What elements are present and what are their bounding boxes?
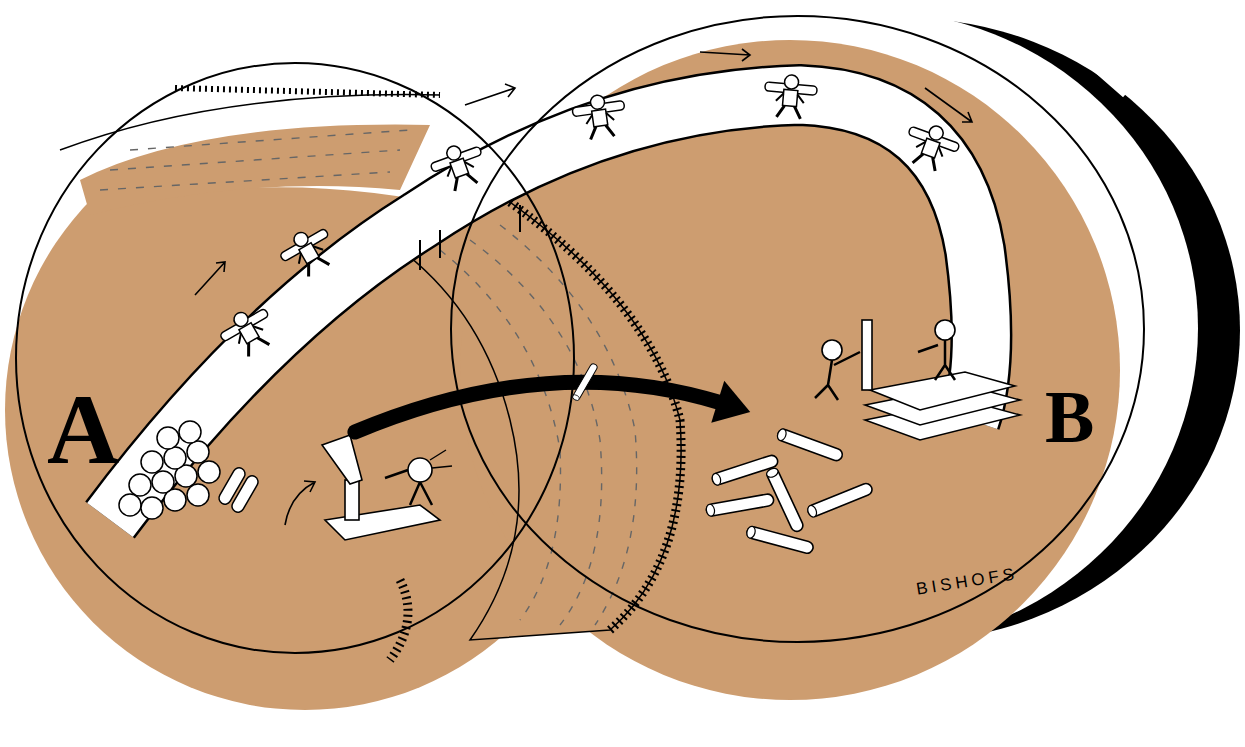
log-pile — [119, 421, 260, 519]
river-band — [380, 195, 681, 640]
arrow-head — [711, 381, 750, 423]
machine — [322, 435, 452, 540]
arch-path — [110, 95, 981, 520]
flying-log — [572, 363, 599, 402]
region-letter: A — [47, 380, 119, 480]
region-circle: B — [450, 15, 1145, 643]
direction-arrows — [195, 49, 972, 525]
transfer-arrow — [355, 381, 750, 432]
field-dashes — [100, 130, 410, 190]
scattered-logs — [705, 428, 873, 555]
log-cabin — [815, 320, 1020, 440]
circle-outline — [15, 62, 575, 654]
hatch-edge — [500, 195, 681, 630]
circle-outline — [16, 63, 574, 653]
circle-outline — [450, 15, 1145, 643]
log-carriers — [215, 73, 963, 364]
region-letter: B — [1045, 380, 1094, 454]
arrow-shaft — [355, 382, 722, 432]
region-circle: A — [15, 62, 575, 654]
circle-outline — [451, 16, 1144, 642]
ring-stripes — [1085, 45, 1140, 95]
